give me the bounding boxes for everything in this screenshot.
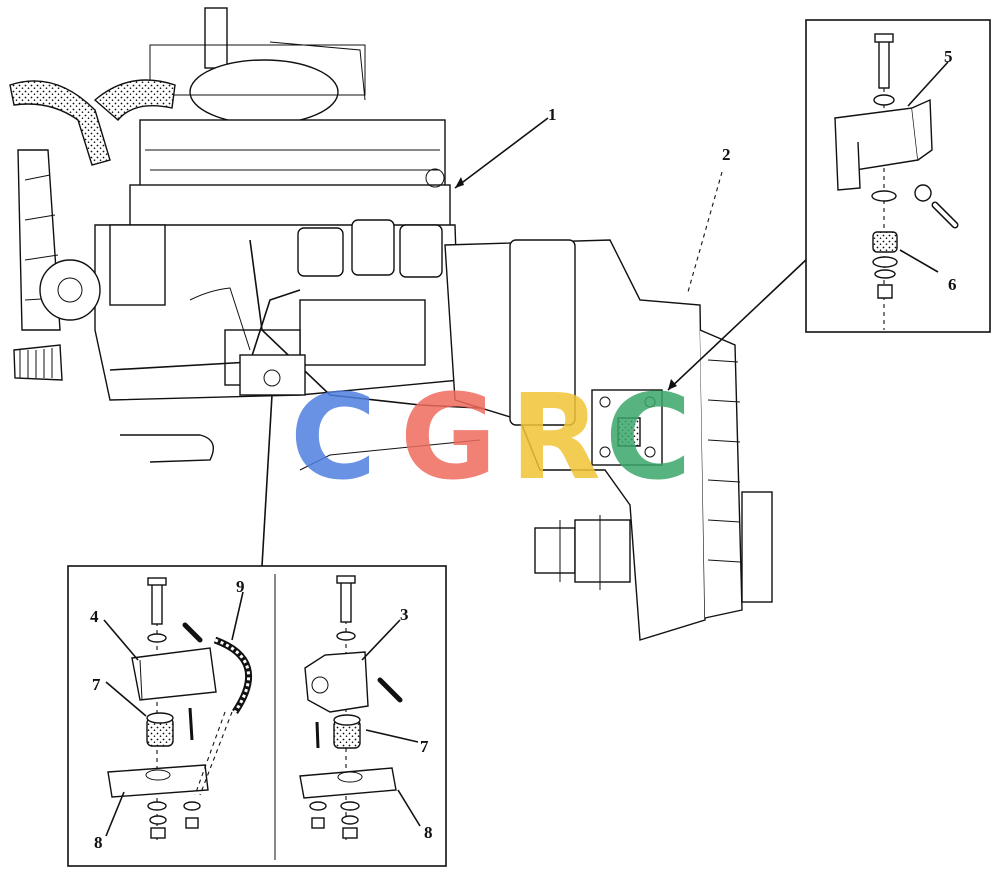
watermark-letter-1: C: [290, 368, 377, 506]
watermark-letter-3: R: [510, 368, 601, 506]
bolt-icon: [878, 37, 890, 89]
leader-1: [454, 117, 549, 189]
engine-assembly: [9, 7, 773, 641]
leader-2: [687, 171, 723, 293]
callout-4: 4: [90, 607, 99, 626]
intake-stack: [204, 7, 228, 69]
nut-icon: [877, 284, 893, 299]
callout-9: 9: [236, 577, 245, 596]
isolator-6: [872, 231, 898, 253]
inset-front-frame: [67, 565, 447, 867]
callout-5: 5: [944, 47, 953, 66]
rear-mount-location: [591, 389, 663, 466]
callout-8b: 8: [424, 823, 433, 842]
inset-front-mounts: 4 7 8 9 3 7 8: [67, 565, 447, 867]
watermark-letter-2: G: [400, 368, 497, 506]
callout-7b: 7: [420, 737, 429, 756]
callout-8a: 8: [94, 833, 103, 852]
watermark-logo: C G R C: [290, 368, 692, 506]
transmission-end: [699, 329, 743, 619]
leader-front-mount: [261, 394, 273, 567]
mount-base-plate-8a: [107, 764, 209, 798]
callout-2: 2: [722, 145, 731, 164]
inset-rear-frame: [805, 19, 991, 333]
front-mount-location: [239, 354, 306, 396]
air-cleaner: [189, 59, 339, 125]
callout-1: 1: [548, 105, 557, 124]
callout-7a: 7: [92, 675, 101, 694]
callout-3: 3: [400, 605, 409, 624]
air-intake-hose: [9, 80, 111, 166]
mount-bracket-4: [131, 647, 217, 701]
mount-bracket-3: [304, 651, 369, 713]
watermark-letter-4: C: [605, 368, 692, 506]
leader-rear-mount: [667, 257, 809, 391]
callout-6: 6: [948, 275, 957, 294]
inset-rear-mount: 5 6: [805, 19, 991, 333]
valve-cover: [139, 119, 446, 191]
mount-base-plate-8b: [299, 767, 397, 799]
washer-icon: [873, 94, 895, 106]
